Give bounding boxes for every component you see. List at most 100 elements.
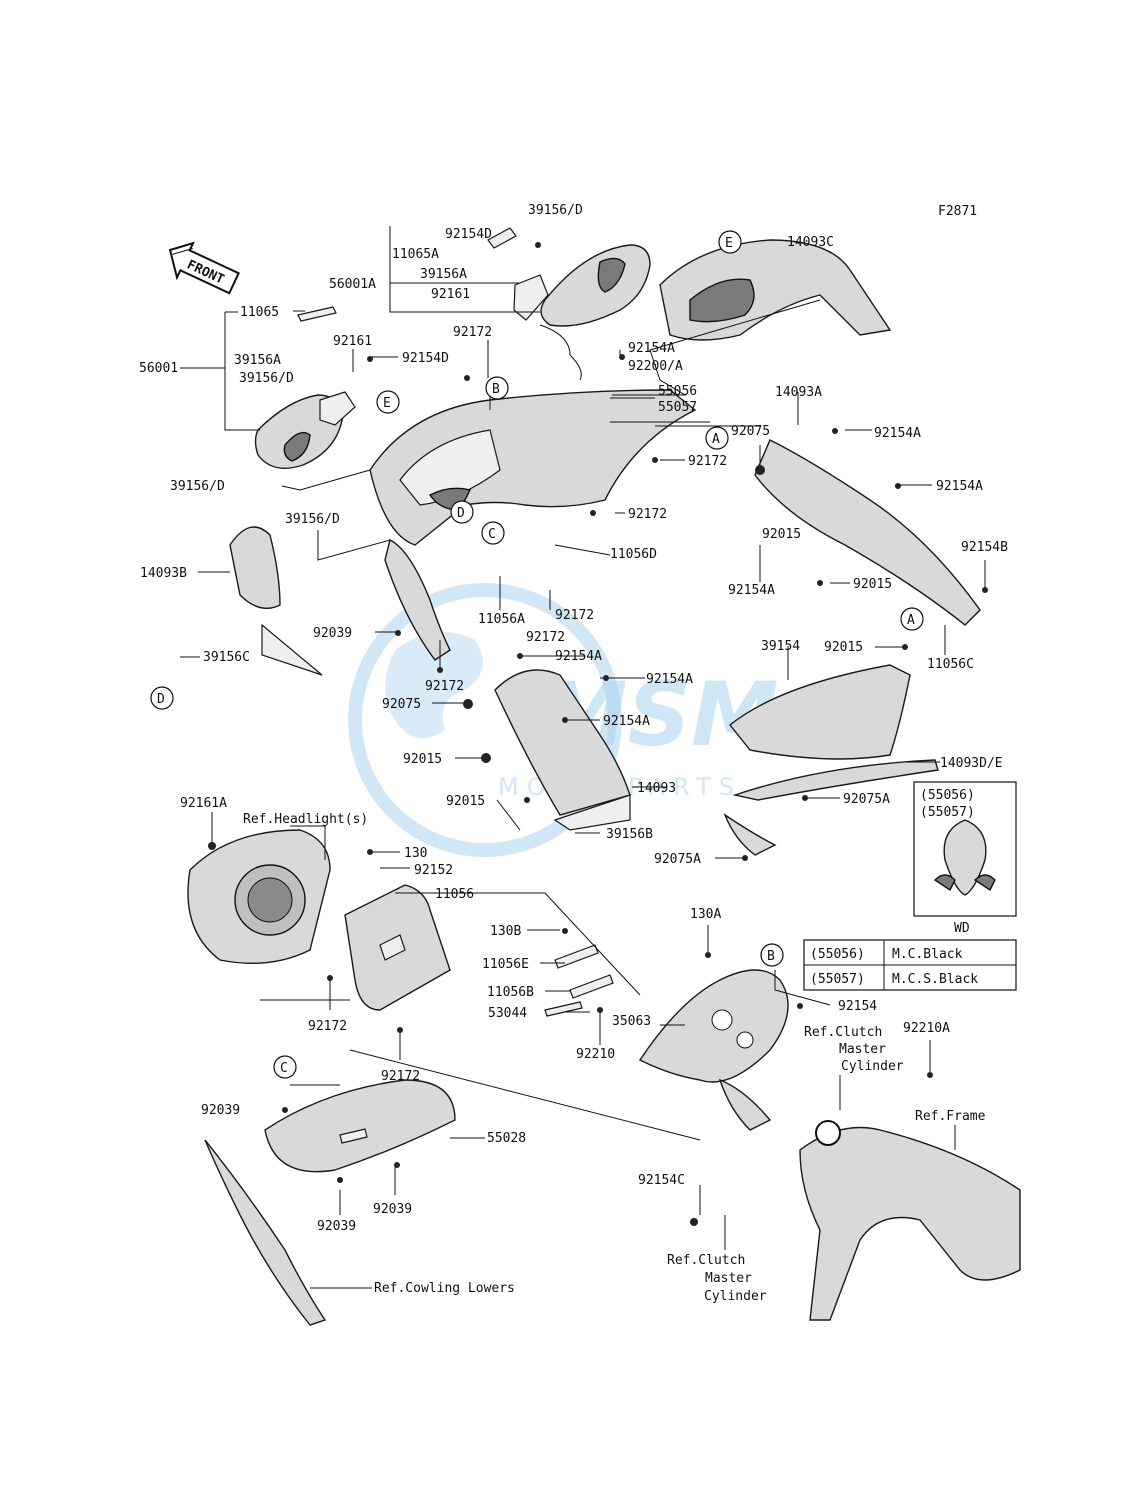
ref-cowling-lower-shape	[204, 1139, 327, 1326]
label-92172-a: 92172	[453, 325, 492, 340]
label-92210: 92210	[576, 1047, 615, 1062]
label-11065: 11065	[240, 305, 279, 320]
label-92200A: 92200/A	[628, 359, 683, 374]
label-35063: 35063	[612, 1014, 651, 1029]
part-92075A-bracket	[723, 813, 777, 856]
callout-D-mid: D	[457, 506, 465, 521]
callout-D-left: D	[157, 692, 165, 707]
label-92172-e: 92172	[526, 630, 565, 645]
part-39154-shape	[729, 664, 911, 760]
label-92015-m1: 92015	[403, 752, 442, 767]
label-ref-headlight: Ref.Headlight(s)	[243, 812, 368, 827]
label-11056: 11056	[435, 887, 474, 902]
part-14093A-shape	[754, 439, 981, 626]
label-14093DE: 14093D/E	[940, 756, 1003, 771]
label-ref-clutch-bottom-2: Master	[705, 1271, 752, 1286]
label-55056: 55056	[658, 384, 697, 399]
label-92154D-left: 92154D	[402, 351, 449, 366]
label-39156C: 39156C	[203, 650, 250, 665]
label-92075A-1: 92075A	[843, 792, 890, 807]
part-55028-slot	[339, 1128, 368, 1144]
label-39156D-mid: 39156/D	[170, 479, 225, 494]
label-92172-c: 92172	[628, 507, 667, 522]
label-ref-clutch-top-1: Ref.Clutch	[804, 1025, 882, 1040]
label-92172-g: 92172	[308, 1019, 347, 1034]
part-11056-window	[379, 934, 406, 961]
inset-cowl-shape	[943, 819, 987, 896]
label-92154A-m1: 92154A	[555, 649, 602, 664]
label-92154A-r1: 92154A	[874, 426, 921, 441]
label-92154A-m2: 92154A	[646, 672, 693, 687]
label-92154A-top: 92154A	[628, 341, 675, 356]
inset-code-1: (55056)	[920, 788, 975, 803]
stay-hole-2	[736, 1031, 754, 1049]
mirror-right	[540, 244, 651, 327]
ref-frame-shape	[799, 1126, 1021, 1321]
inner-panel-left	[384, 538, 451, 661]
label-39156A-left: 39156A	[234, 353, 281, 368]
part-14093-shape	[494, 669, 631, 816]
part-55028-shape	[264, 1079, 456, 1173]
label-ref-cowling-lowers: Ref.Cowling Lowers	[374, 1281, 515, 1296]
callout-A-right: A	[907, 613, 915, 628]
stay-hole-1	[711, 1009, 733, 1031]
mirror-right-wire	[539, 324, 582, 381]
label-92161-top: 92161	[431, 287, 470, 302]
part-14093C-shape	[659, 239, 892, 341]
stay-lower-leg	[718, 1078, 772, 1131]
headlight-reflector	[247, 877, 293, 923]
label-39156A-top: 39156A	[420, 267, 467, 282]
label-11056A: 11056A	[478, 612, 525, 627]
callout-C-bottom: C	[280, 1061, 288, 1076]
label-92161-left: 92161	[333, 334, 372, 349]
part-14093B-tail	[261, 623, 323, 676]
callout-B-bottom: B	[767, 949, 775, 964]
mirror-right-lens	[597, 257, 626, 293]
label-92210A: 92210A	[903, 1021, 950, 1036]
inset-code-2: (55057)	[920, 805, 975, 820]
label-92039-b: 92039	[201, 1103, 240, 1118]
label-ref-clutch-top-2: Master	[839, 1042, 886, 1057]
part-11065A-shape	[487, 227, 517, 249]
label-92015-r1: 92015	[762, 527, 801, 542]
part-53044-shape	[544, 1001, 583, 1017]
label-92075-mid: 92075	[382, 697, 421, 712]
watermark-globe-land	[385, 632, 483, 738]
label-39156D-low: 39156/D	[285, 512, 340, 527]
label-92152: 92152	[414, 863, 453, 878]
label-92154B: 92154B	[961, 540, 1008, 555]
label-92015-r3: 92015	[824, 640, 863, 655]
front-arrow-icon: FRONT	[168, 241, 240, 295]
label-92154D-top: 92154D	[445, 227, 492, 242]
label-92075-right: 92075	[731, 424, 770, 439]
color-table-code-1: (55056)	[810, 947, 865, 962]
label-92161A: 92161A	[180, 796, 227, 811]
label-39156D-top: 39156/D	[528, 203, 583, 218]
color-table: (55056) M.C.Black (55057) M.C.S.Black	[803, 939, 1017, 991]
callout-A-top: A	[712, 432, 720, 447]
label-92015-r2: 92015	[853, 577, 892, 592]
label-55057: 55057	[658, 400, 697, 415]
label-14093A: 14093A	[775, 385, 822, 400]
label-92039-d: 92039	[373, 1202, 412, 1217]
label-130: 130	[404, 846, 427, 861]
label-92154A-r2: 92154A	[936, 479, 983, 494]
label-92154A-r3: 92154A	[728, 583, 775, 598]
color-table-color-1: M.C.Black	[892, 947, 963, 962]
label-92172-d: 92172	[555, 608, 594, 623]
inset-label-wd: WD	[954, 921, 970, 936]
part-14093C-vent	[689, 278, 755, 323]
label-14093C: 14093C	[787, 235, 834, 250]
inset-cowl-headlights	[933, 874, 996, 892]
leader-lines	[180, 226, 986, 1289]
label-56001A: 56001A	[329, 277, 376, 292]
callout-E-top: E	[725, 236, 733, 251]
frame-steering-head	[815, 1120, 841, 1146]
label-39154: 39154	[761, 639, 800, 654]
label-ref-clutch-bottom-3: Cylinder	[704, 1289, 767, 1304]
label-92172-f: 92172	[425, 679, 464, 694]
label-14093: 14093	[637, 781, 676, 796]
callout-B-top: B	[492, 382, 500, 397]
part-14093-tab	[553, 794, 631, 831]
